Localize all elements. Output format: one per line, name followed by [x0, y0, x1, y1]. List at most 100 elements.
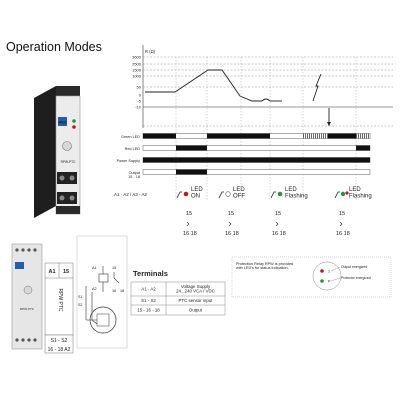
- note-box-frame: [231, 256, 392, 298]
- relay-contact-icon: [218, 191, 224, 199]
- state-flash-segment: [313, 133, 314, 139]
- y-tick-label: 0: [139, 93, 142, 98]
- state-flash-segment: [311, 133, 312, 139]
- state-flash-segment: [356, 133, 357, 139]
- terminals-title: Terminals: [133, 269, 168, 278]
- state-flash-segment: [319, 133, 320, 139]
- state-on-segment: [143, 157, 176, 163]
- state-on-segment: [303, 157, 328, 163]
- state-flash-segment: [303, 133, 304, 139]
- state-on-segment: [356, 145, 370, 151]
- schematic-frame: [76, 235, 128, 349]
- module-terminal-a1: A1: [48, 269, 55, 275]
- state-on-segment: [241, 133, 270, 139]
- mode-prefix-label: A1 - A2 / A3 - A2: [114, 192, 148, 197]
- device-side-face: [34, 86, 56, 218]
- led-off-icon: [225, 191, 231, 197]
- contact-switch-icon: [275, 221, 279, 227]
- schematic-label-a1: A1: [92, 266, 97, 270]
- weg-logo: [15, 262, 24, 269]
- state-flash-segment: [321, 133, 322, 139]
- y-tick-label: 50: [137, 85, 142, 90]
- state-row-label: Power Supply: [117, 159, 141, 163]
- terminal-description: PTC sensor input: [179, 298, 214, 303]
- state-on-segment: [143, 133, 176, 139]
- terminal-name: 15 - 16 - 18: [137, 308, 160, 313]
- schematic-wire: [85, 286, 93, 320]
- terminal-screw-icon: [27, 338, 31, 342]
- led-symbol-protector: P: [328, 280, 331, 284]
- weg-logo-text: WEG: [58, 121, 67, 125]
- relay-contact-icon: [176, 191, 182, 199]
- module-terminal-15: 15: [63, 269, 69, 275]
- state-on-segment: [207, 133, 241, 139]
- state-on-segment: [270, 157, 303, 163]
- schematic-wire: [86, 319, 98, 325]
- state-flash-segment: [315, 133, 316, 139]
- weg-logo: [58, 117, 67, 126]
- contact-switch-icon: [228, 221, 232, 227]
- schematic-label-s1: S1: [78, 295, 82, 299]
- device-bottom-terminals: [56, 206, 80, 214]
- state-flash-segment: [366, 133, 367, 139]
- contact-terminal-top: 15: [186, 211, 192, 217]
- state-on-segment: [207, 157, 241, 163]
- terminal-screw-icon: [59, 195, 65, 201]
- terminal-screw-icon: [15, 338, 19, 342]
- state-on-segment: [176, 145, 207, 151]
- terminal-screw-icon: [21, 338, 25, 342]
- terminal-screw-icon: [59, 175, 65, 181]
- relay-contact-icon: [270, 191, 276, 199]
- led-diagram-circle: [312, 261, 342, 291]
- state-on-segment: [328, 157, 356, 163]
- red-led-icon: [345, 191, 349, 195]
- state-flash-segment: [368, 133, 369, 139]
- state-on-segment: [176, 169, 207, 175]
- red-led-icon: [183, 191, 189, 197]
- legend-protector-energized: Protector energized: [341, 276, 371, 280]
- led-symbol-output: 1: [328, 270, 330, 274]
- schematic-label-15: 15: [112, 266, 116, 270]
- terminal-name: S1 - S2: [141, 298, 156, 303]
- test-button: [23, 285, 33, 295]
- device-model-label: RPW-PTC: [61, 160, 77, 164]
- leader-line: [330, 277, 341, 282]
- state-flash-segment: [325, 133, 326, 139]
- y-axis-unit: R (Ω): [145, 49, 156, 54]
- contact-terminal-bottom: 16 18: [225, 231, 239, 237]
- relay-contact-icon: [113, 272, 120, 284]
- terminal-screw-icon: [33, 338, 37, 342]
- state-flash-segment: [323, 133, 324, 139]
- state-flash-segment: [317, 133, 318, 139]
- y-tick-label: 3600: [132, 55, 142, 60]
- state-flash-segment: [309, 133, 310, 139]
- green-led-icon: [340, 191, 346, 197]
- terminal-description: Output: [189, 308, 203, 313]
- terminal-screw-icon: [27, 248, 31, 252]
- state-on-segment: [328, 133, 356, 139]
- schematic-label-18: 18: [120, 289, 124, 293]
- contact-switch-icon: [339, 221, 343, 227]
- state-row-label: Red LED: [125, 147, 141, 151]
- curve-break-icon: [261, 98, 271, 102]
- y-tick-label: 1000: [132, 74, 142, 79]
- y-tick-label: -10: [135, 105, 142, 110]
- state-on-segment: [241, 157, 270, 163]
- terminals-table-frame: [130, 281, 226, 316]
- contact-terminal-top: 15: [275, 211, 281, 217]
- mini-device-image: [11, 243, 43, 350]
- state-on-segment: [176, 157, 207, 163]
- red-led-icon: [72, 125, 76, 129]
- terminal-screw-icon: [69, 175, 75, 181]
